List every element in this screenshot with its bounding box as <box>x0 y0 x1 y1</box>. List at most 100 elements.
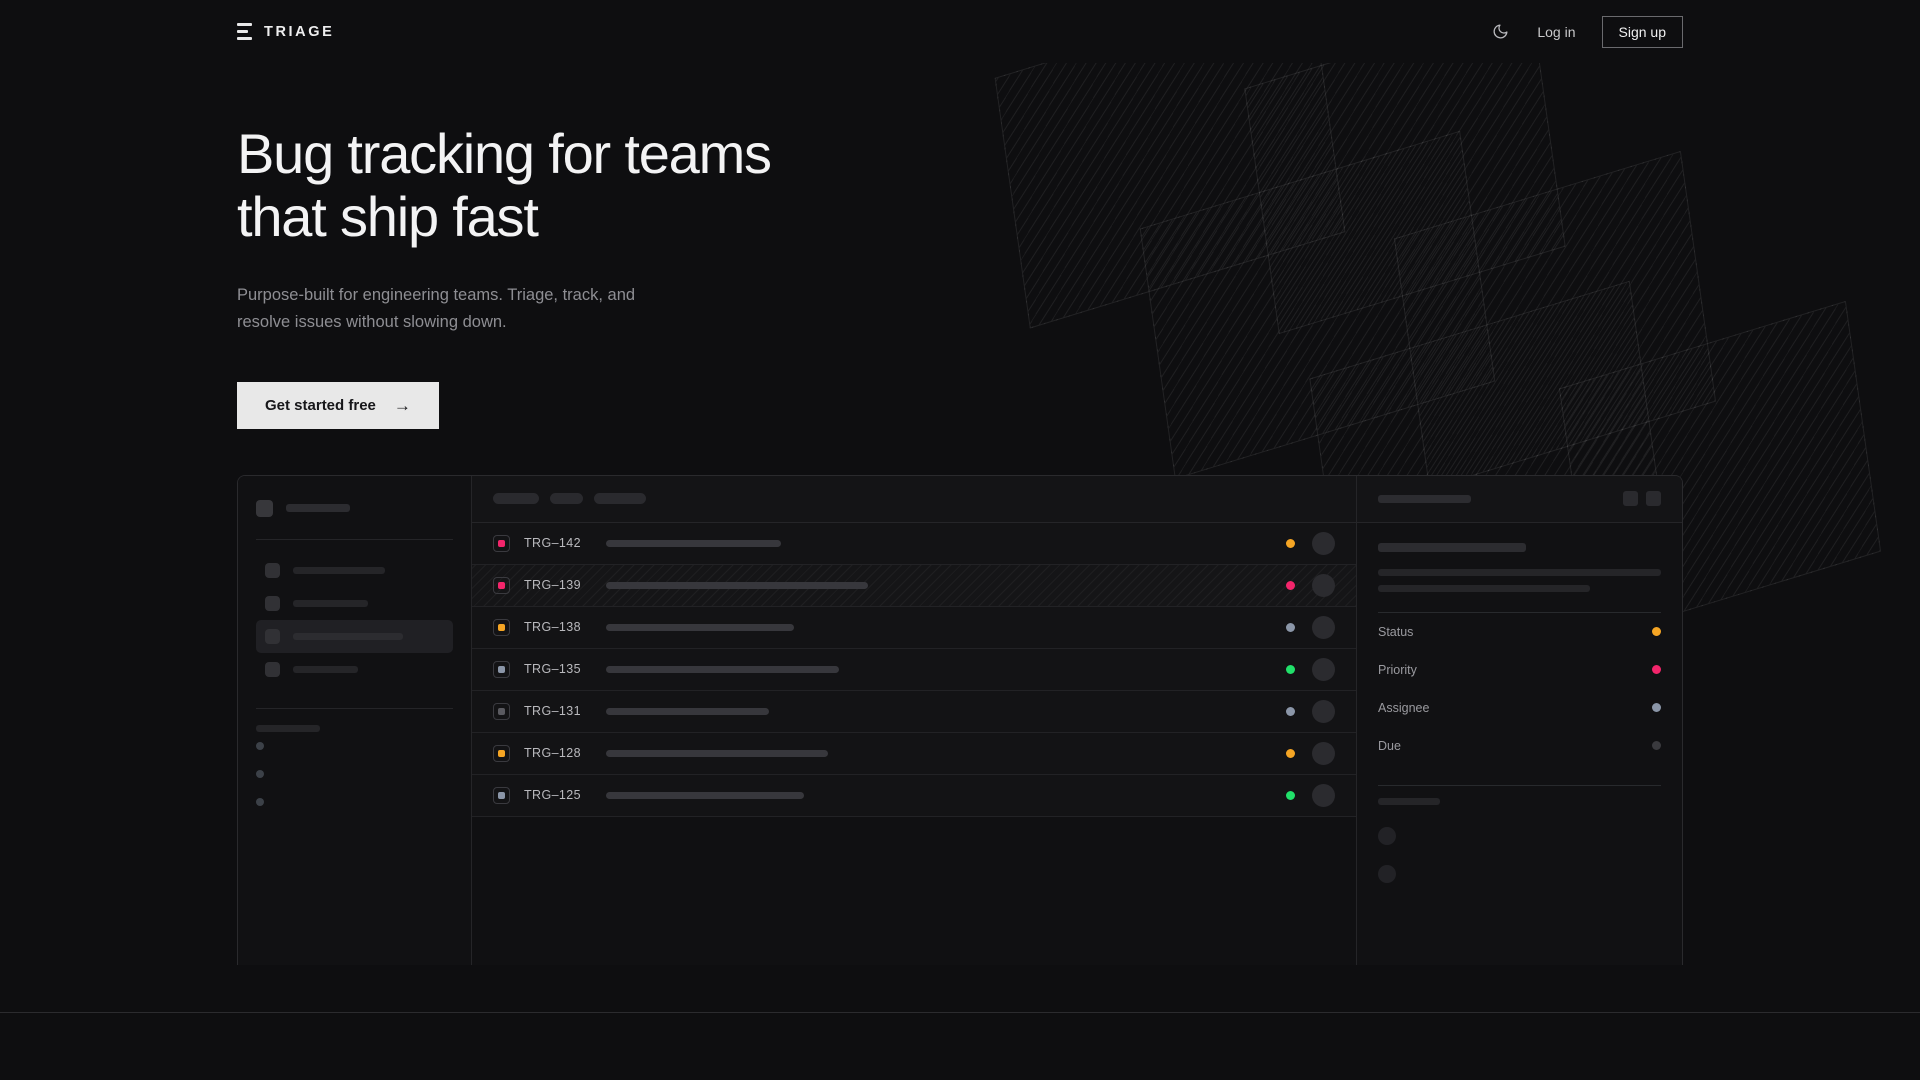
description-line-skeleton <box>1378 584 1590 592</box>
sidebar-item-label-skeleton <box>293 599 368 607</box>
issue-title-skeleton <box>606 707 769 715</box>
detail-panel-header <box>1357 475 1682 523</box>
meta-row-priority[interactable]: Priority <box>1378 651 1661 689</box>
meta-label: Priority <box>1378 662 1417 677</box>
filter-pill-2[interactable] <box>594 493 646 505</box>
sidebar-mini-dot-icon <box>256 797 264 806</box>
detail-activity <box>1378 786 1661 893</box>
sidebar-mini-item[interactable] <box>256 788 453 816</box>
get-started-button[interactable]: Get started free → <box>237 381 439 429</box>
issue-row[interactable]: TRG–135 <box>472 648 1356 691</box>
filter-pill-1[interactable] <box>550 493 583 505</box>
sidebar-mini-list <box>256 732 453 816</box>
issue-title-skeleton <box>606 791 804 799</box>
hero-subtitle-line-2: resolve issues without slowing down. <box>237 313 507 332</box>
arrow-right-icon: → <box>393 395 411 415</box>
hero-subtitle-line-1: Purpose-built for engineering teams. Tri… <box>237 286 636 305</box>
issue-id: TRG–135 <box>524 662 581 677</box>
priority-badge-icon <box>493 660 510 678</box>
priority-badge-icon <box>493 786 510 804</box>
activity-row[interactable] <box>1378 817 1661 855</box>
issue-row[interactable]: TRG–139 <box>472 564 1356 607</box>
issue-id: TRG–138 <box>524 620 581 635</box>
activity-row[interactable] <box>1378 855 1661 893</box>
priority-badge-icon <box>493 618 510 636</box>
sidebar-item-label-skeleton <box>293 632 403 640</box>
sidebar-divider-top <box>256 538 453 540</box>
sidebar-item-icon <box>265 595 280 611</box>
filter-pill-0[interactable] <box>493 493 539 505</box>
signup-button[interactable]: Sign up <box>1601 15 1683 48</box>
detail-issue-title-skeleton <box>1378 542 1526 552</box>
sidebar-item-label-skeleton <box>293 566 385 574</box>
issue-row[interactable]: TRG–131 <box>472 690 1356 733</box>
sidebar-mini-dot-icon <box>256 769 264 778</box>
issue-title-skeleton <box>606 539 781 547</box>
sidebar-item-2[interactable] <box>256 619 453 653</box>
priority-badge-icon <box>493 702 510 720</box>
hero-title-line-2: that ship fast <box>237 184 539 248</box>
avatar <box>1378 864 1396 883</box>
sidebar-item-icon <box>265 661 280 677</box>
moon-icon[interactable] <box>1489 21 1511 43</box>
sidebar-item-3[interactable] <box>256 653 453 686</box>
sidebar-item-1[interactable] <box>256 587 453 620</box>
sidebar-item-0[interactable] <box>256 554 453 587</box>
meta-row-assignee[interactable]: Assignee <box>1378 689 1661 727</box>
stacked-bars-icon <box>237 23 252 40</box>
site-header: TRIAGE Log in Sign up <box>0 0 1920 63</box>
sidebar-mini-item[interactable] <box>256 732 453 760</box>
sidebar-mini-item[interactable] <box>256 760 453 788</box>
status-dot <box>1286 664 1295 674</box>
issue-row[interactable]: TRG–128 <box>472 732 1356 775</box>
avatar <box>1312 531 1335 555</box>
issue-row[interactable]: TRG–142 <box>472 522 1356 565</box>
status-dot <box>1286 706 1295 716</box>
meta-row-status[interactable]: Status <box>1378 613 1661 651</box>
avatar <box>1312 699 1335 723</box>
meta-value-dot <box>1652 741 1661 751</box>
detail-action-button-1[interactable] <box>1646 491 1661 507</box>
avatar <box>1312 741 1335 765</box>
sidebar-item-label-skeleton <box>293 665 358 673</box>
workspace-name-skeleton <box>286 504 350 513</box>
avatar <box>1312 615 1335 639</box>
detail-divider-meta <box>1378 611 1661 613</box>
status-dot <box>1286 538 1295 548</box>
issue-row[interactable]: TRG–125 <box>472 774 1356 817</box>
detail-description-skeleton <box>1378 568 1661 592</box>
issue-title-skeleton <box>606 623 794 631</box>
issue-id: TRG–142 <box>524 536 581 551</box>
issue-title-skeleton <box>606 665 839 673</box>
meta-label: Due <box>1378 738 1401 753</box>
hero-title-line-1: Bug tracking for teams <box>237 122 772 185</box>
priority-badge-icon <box>493 534 510 552</box>
status-dot <box>1286 580 1295 590</box>
login-link[interactable]: Log in <box>1537 23 1576 40</box>
hero-subtitle: Purpose-built for engineering teams. Tri… <box>237 282 707 335</box>
issue-row[interactable]: TRG–138 <box>472 606 1356 649</box>
page-bottom-divider <box>0 1012 1920 1013</box>
status-dot <box>1286 748 1295 758</box>
detail-divider-activity <box>1378 784 1661 786</box>
detail-title-skeleton <box>1378 494 1471 503</box>
sidebar-divider-bottom <box>256 707 453 709</box>
meta-value-dot <box>1652 627 1661 637</box>
sidebar-workspace[interactable] <box>256 494 453 517</box>
detail-action-button-0[interactable] <box>1623 491 1638 507</box>
issue-title-skeleton <box>606 749 828 757</box>
description-line-skeleton <box>1378 568 1661 576</box>
avatar <box>1312 573 1335 597</box>
issue-list-toolbar <box>472 475 1356 523</box>
meta-row-due[interactable]: Due <box>1378 727 1661 765</box>
priority-badge-icon <box>493 744 510 762</box>
issue-title-skeleton <box>606 581 868 589</box>
brand-logo[interactable]: TRIAGE <box>237 23 334 40</box>
meta-value-dot <box>1652 665 1661 675</box>
